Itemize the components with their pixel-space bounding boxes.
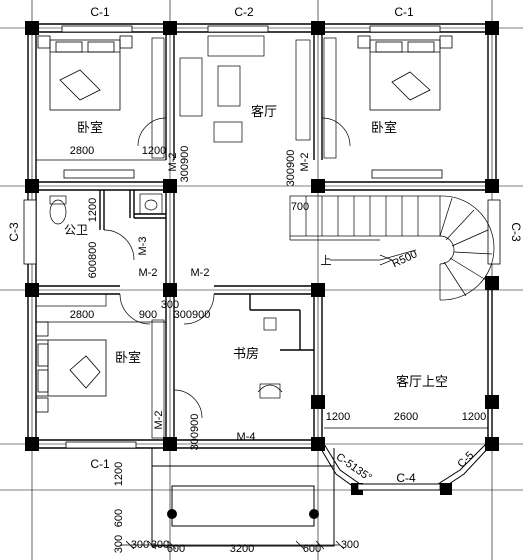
dim-600-bottom-a: 600 (167, 543, 185, 555)
bath-fixtures (49, 193, 163, 225)
window-labels: C-1 C-2 C-1 C-3 C-3 C-1 C-4 C-5135° C-5 (7, 5, 523, 485)
window-label-c4: C-4 (396, 471, 416, 485)
room-bedroom-top-left: 卧室 (77, 120, 103, 136)
living-furniture (179, 35, 311, 143)
stair (289, 195, 495, 301)
dim-2800-mid: 2800 (70, 309, 94, 321)
stair-labels: 上 R500 (321, 248, 420, 270)
dim-900: 900 (139, 309, 157, 321)
balcony (151, 448, 335, 547)
door-label-m2-c: M-2 (139, 267, 158, 279)
bed-bottom-left (35, 321, 107, 413)
dim-300-mid: 300 (161, 299, 179, 311)
dim-1200-bay-left: 1200 (326, 411, 350, 423)
dim-600-balcony: 600 (113, 509, 125, 527)
study-furniture (257, 317, 283, 399)
room-labels: 卧室 客厅 卧室 公卫 卧室 书房 客厅上空 (64, 104, 448, 390)
window-label-c1-top-right: C-1 (394, 5, 414, 19)
door-label-m2-b: M-2 (299, 153, 311, 172)
window-label-c3-right: C-3 (509, 222, 523, 242)
dim-600-bottom-b: 600 (303, 543, 321, 555)
window-label-c3-left: C-3 (7, 222, 21, 242)
room-study: 书房 (233, 346, 259, 362)
stair-radius-label: R500 (390, 248, 419, 270)
dim-3200: 3200 (230, 543, 254, 555)
dim-300-bottom-a: 300 (131, 539, 149, 551)
dimension-labels: 2800 1200 300900 300900 700 1200 600800 … (70, 145, 486, 555)
dim-300900-c: 300900 (174, 309, 211, 321)
dim-ticks (36, 159, 488, 550)
wardrobes (35, 37, 337, 439)
door-label-m2-e: M-2 (153, 411, 165, 430)
dim-2600: 2600 (394, 411, 418, 423)
room-bathroom: 公卫 (64, 223, 88, 237)
room-bedroom-bottom-left: 卧室 (115, 350, 141, 366)
dim-600800: 600800 (87, 242, 99, 279)
room-living: 客厅 (251, 104, 277, 120)
door-label-m2-a: M-2 (167, 153, 179, 172)
dim-300-bottom-c: 300 (151, 539, 169, 551)
dim-700: 700 (291, 201, 309, 213)
room-bedroom-top-right: 卧室 (371, 120, 397, 136)
windows (23, 25, 501, 491)
bed-top-right (357, 35, 453, 111)
bay-window (317, 443, 493, 491)
window-label-c5-right: C-5 (455, 449, 476, 470)
window-label-c1-top-left: C-1 (90, 5, 110, 19)
bed-top-left (37, 35, 133, 111)
door-label-m3: M-3 (137, 237, 149, 256)
dim-300900-d: 300900 (189, 414, 201, 451)
dim-300-balcony-left: 300 (113, 535, 125, 553)
dim-300-bottom-b: 300 (341, 539, 359, 551)
dim-1200-balcony: 1200 (113, 462, 125, 486)
window-label-c2-top: C-2 (234, 5, 254, 19)
dim-1200-bay-right: 1200 (462, 411, 486, 423)
door-label-m4: M-4 (237, 431, 256, 443)
stair-up-label: 上 (321, 254, 332, 267)
window-label-c1-bottom: C-1 (90, 457, 110, 471)
door-labels: M-2 M-2 M-3 M-2 M-2 M-2 M-4 (137, 153, 311, 443)
columns (25, 21, 499, 519)
dim-300900-b: 300900 (285, 150, 297, 187)
door-swings (103, 117, 351, 419)
room-double-height-living: 客厅上空 (396, 374, 448, 390)
dim-1200-bath: 1200 (87, 198, 99, 222)
dim-2800-top: 2800 (70, 145, 94, 157)
dim-300900-a: 300900 (179, 146, 191, 183)
dim-1200-top: 1200 (142, 145, 166, 157)
door-label-m2-d: M-2 (191, 267, 210, 279)
